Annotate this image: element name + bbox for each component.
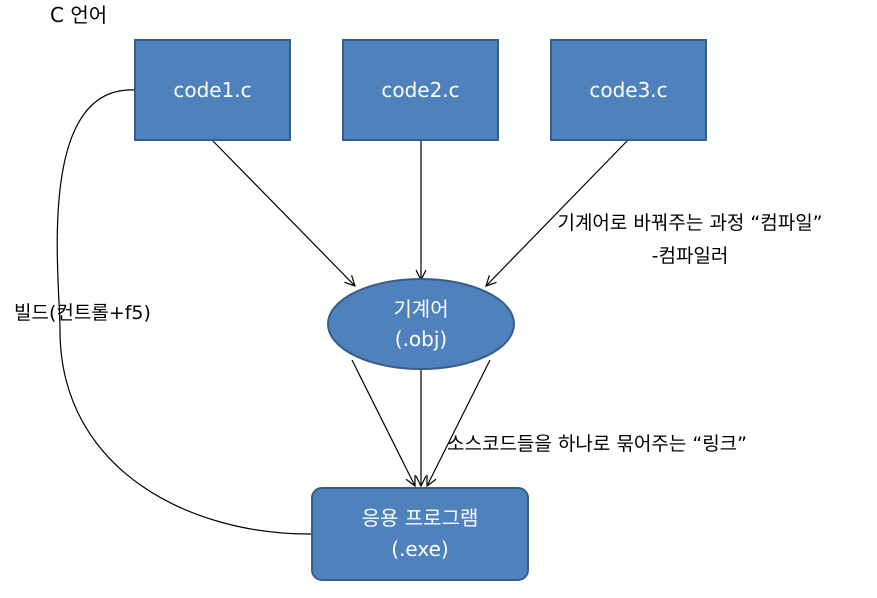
link-annotation: 소스코드들을 하나로 묶어주는 “링크” bbox=[447, 433, 747, 455]
arrow-obj-left-to-exe bbox=[351, 359, 415, 486]
machine-code-label: 기계어 bbox=[393, 297, 448, 321]
arrow-code1-to-obj bbox=[211, 139, 355, 286]
source-file-code3-label: code3.c bbox=[589, 78, 667, 102]
diagram-title: C 언어 bbox=[50, 3, 107, 27]
source-file-code1: code1.c bbox=[134, 39, 291, 141]
source-file-code1-label: code1.c bbox=[173, 78, 251, 102]
application-ext: (.exe) bbox=[391, 537, 448, 561]
machine-code-ext: (.obj) bbox=[395, 327, 447, 351]
application-label: 응용 프로그램 bbox=[362, 506, 479, 530]
build-curve bbox=[56, 89, 313, 535]
compile-annotation: 기계어로 바꿔주는 과정 “컴파일” bbox=[557, 212, 822, 234]
source-file-code3: code3.c bbox=[550, 39, 707, 141]
source-file-code2: code2.c bbox=[342, 39, 499, 141]
source-file-code2-label: code2.c bbox=[381, 78, 459, 102]
arrow-code3-to-obj bbox=[486, 139, 629, 286]
application-node: 응용 프로그램 (.exe) bbox=[311, 487, 529, 581]
build-annotation: 빌드(컨트롤+f5) bbox=[14, 302, 151, 324]
machine-code-node: 기계어 (.obj) bbox=[327, 278, 515, 370]
compiler-annotation: -컴파일러 bbox=[652, 245, 729, 267]
arrow-obj-right-to-exe bbox=[427, 359, 491, 486]
